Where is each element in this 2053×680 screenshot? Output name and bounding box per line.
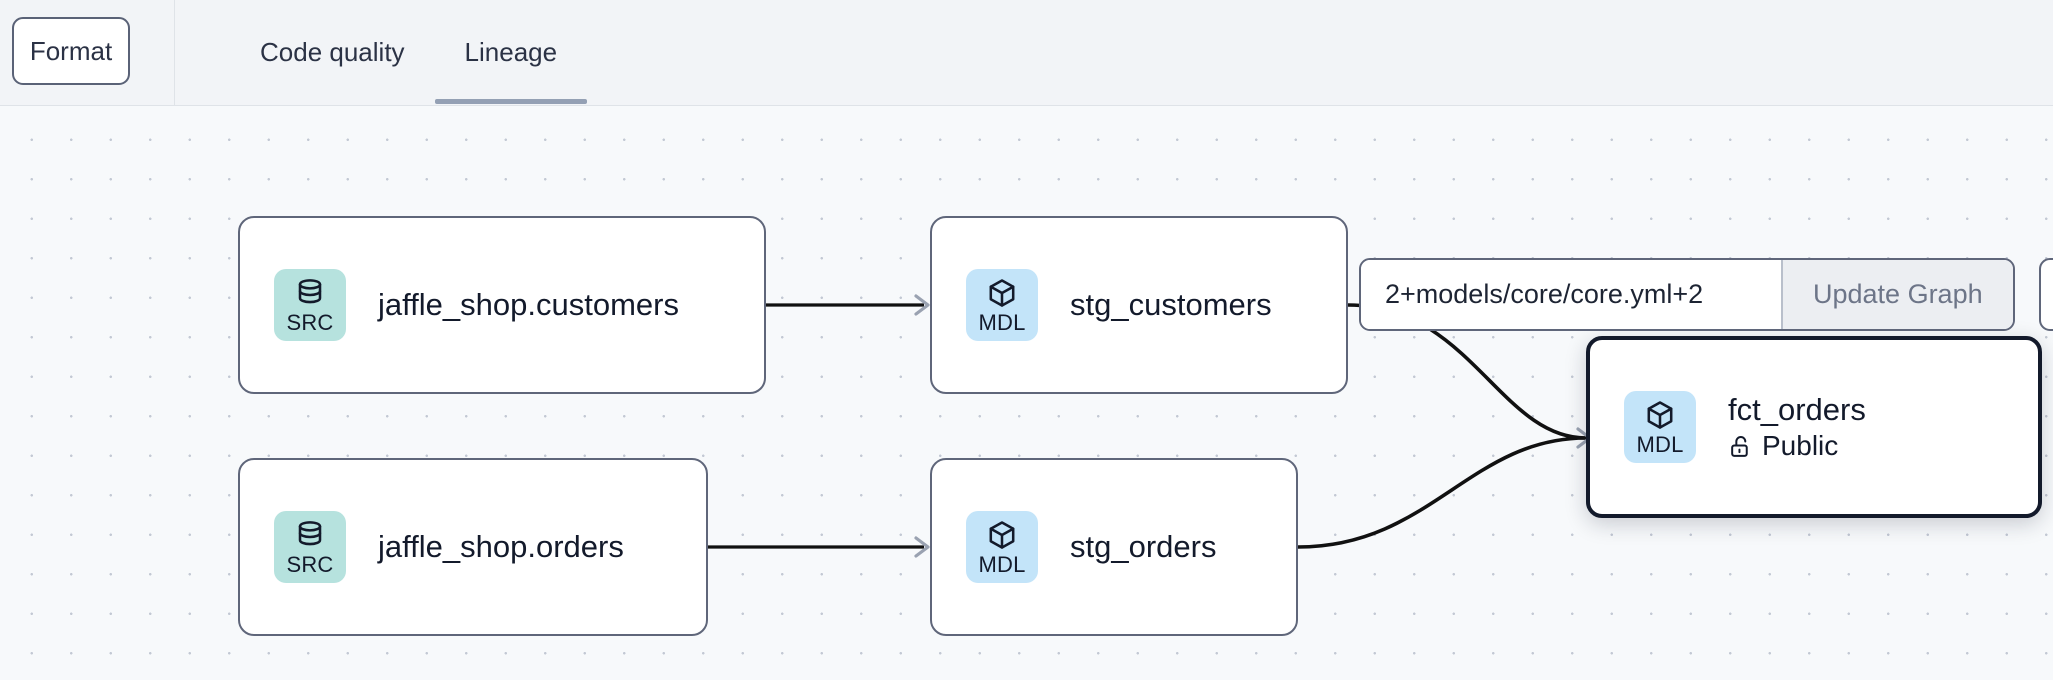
node-badge-src: SRC xyxy=(274,269,346,341)
node-badge-label: MDL xyxy=(978,309,1026,335)
cube-icon xyxy=(989,278,1015,307)
node-body: fct_orders Public xyxy=(1728,392,1866,463)
lineage-node-stg-customers[interactable]: MDL stg_customers xyxy=(930,216,1348,394)
lineage-canvas[interactable]: SRC jaffle_shop.customers MDL stg_custom… xyxy=(0,106,2053,680)
toolbar: Format Code quality Lineage xyxy=(0,0,2053,106)
tab-code-quality-label: Code quality xyxy=(260,36,405,67)
tab-code-quality[interactable]: Code quality xyxy=(230,0,435,104)
node-body: jaffle_shop.customers xyxy=(378,287,679,323)
node-title: stg_orders xyxy=(1070,529,1217,565)
format-button[interactable]: Format xyxy=(12,17,130,85)
lineage-node-fct-orders[interactable]: MDL fct_orders Public xyxy=(1586,336,2042,518)
node-badge-label: MDL xyxy=(978,551,1026,577)
tab-lineage-label: Lineage xyxy=(464,36,558,67)
node-access-label: Public xyxy=(1762,430,1839,462)
node-title: stg_customers xyxy=(1070,287,1272,323)
lineage-node-jaffle-shop-orders[interactable]: SRC jaffle_shop.orders xyxy=(238,458,708,636)
node-badge-label: SRC xyxy=(286,551,334,577)
node-badge-mdl: MDL xyxy=(966,511,1038,583)
edge-stg-orders-to-fct-orders xyxy=(1297,436,1587,549)
node-title: fct_orders xyxy=(1728,391,1866,427)
lineage-node-stg-orders[interactable]: MDL stg_orders xyxy=(930,458,1298,636)
node-badge-label: MDL xyxy=(1636,431,1684,457)
arrowhead-stg-orders xyxy=(914,536,930,558)
cube-icon xyxy=(989,520,1015,549)
unlock-icon xyxy=(1731,435,1748,457)
database-icon xyxy=(298,278,322,303)
format-button-label: Format xyxy=(29,35,113,66)
node-title: jaffle_shop.orders xyxy=(378,529,624,565)
graph-selector-input[interactable] xyxy=(1361,260,1781,329)
update-graph-button-label: Update Graph xyxy=(1813,279,1983,309)
node-badge-mdl: MDL xyxy=(966,269,1038,341)
node-title: jaffle_shop.customers xyxy=(378,287,679,323)
tab-lineage[interactable]: Lineage xyxy=(434,0,588,104)
node-body: stg_orders xyxy=(1070,529,1216,565)
graph-control-divider xyxy=(1781,260,1783,329)
graph-selector-group: Update Graph xyxy=(1359,258,2015,331)
node-badge-label: SRC xyxy=(286,309,334,335)
cube-icon xyxy=(1647,400,1673,429)
tab-bar: Code quality Lineage xyxy=(230,0,587,106)
database-icon xyxy=(298,520,322,545)
node-body: jaffle_shop.orders xyxy=(378,529,624,565)
node-body: stg_customers xyxy=(1070,287,1272,323)
lineage-node-jaffle-shop-customers[interactable]: SRC jaffle_shop.customers xyxy=(238,216,766,394)
arrowhead-stg-customers xyxy=(914,294,930,316)
graph-side-control[interactable] xyxy=(2039,258,2053,331)
node-access: Public xyxy=(1728,430,1866,462)
node-badge-src: SRC xyxy=(274,511,346,583)
update-graph-button[interactable]: Update Graph xyxy=(1783,260,2013,329)
toolbar-divider xyxy=(174,0,175,106)
node-badge-mdl: MDL xyxy=(1624,391,1696,463)
